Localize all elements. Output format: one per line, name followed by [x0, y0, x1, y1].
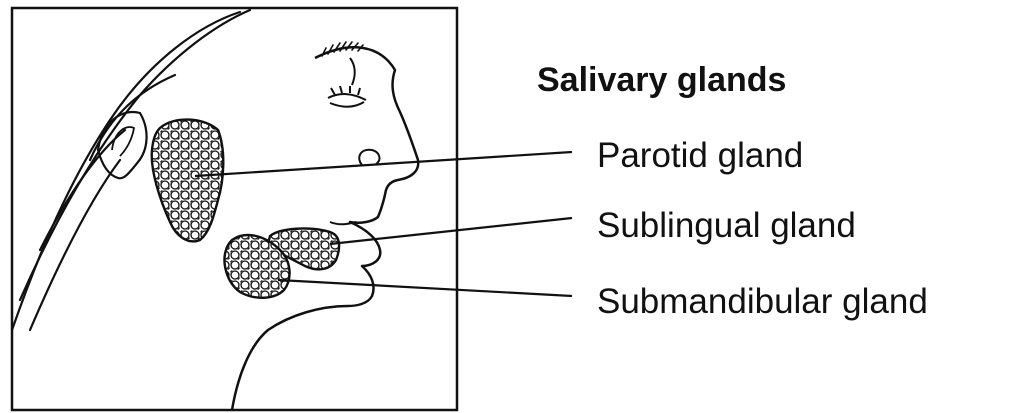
submandibular-gland-label: Submandibular gland [597, 282, 928, 322]
nostril [359, 150, 379, 165]
sublingual-gland-label: Sublingual gland [597, 206, 856, 246]
diagram-title: Salivary glands [537, 60, 786, 100]
illustration-frame [12, 8, 457, 410]
parotid-leader-line [195, 152, 572, 176]
face-profile [232, 47, 418, 410]
ear-outline [98, 112, 147, 178]
parotid-gland-label: Parotid gland [597, 136, 803, 176]
parotid-gland [152, 120, 224, 242]
eye [328, 58, 366, 107]
submandibular-leader-line [278, 280, 572, 296]
